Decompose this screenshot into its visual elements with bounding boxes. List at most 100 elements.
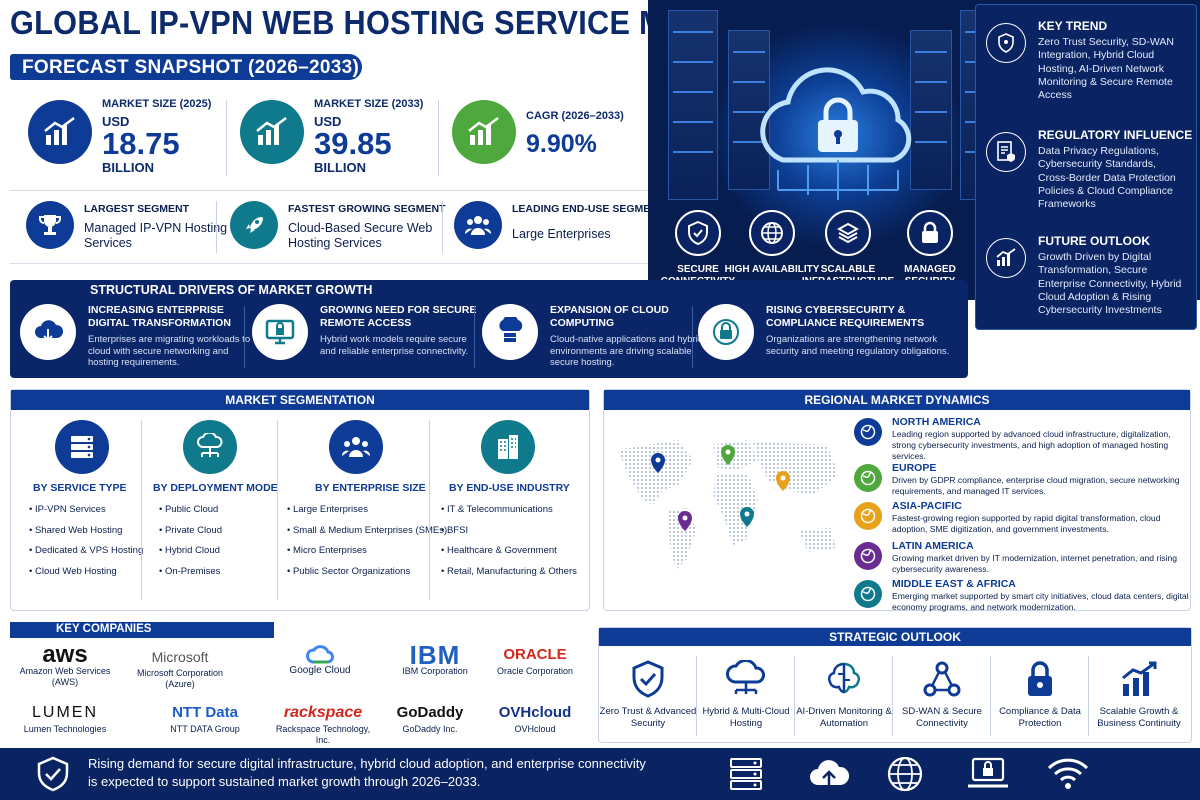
company-logo: GoDaddy — [396, 704, 464, 721]
segmentation-heading: BY SERVICE TYPE — [33, 482, 127, 494]
cloud-server-icon — [482, 304, 538, 360]
ai-brain-icon — [795, 656, 893, 702]
kpi-unit: BILLION — [314, 160, 366, 175]
region-desc: Leading region supported by advanced clo… — [892, 429, 1171, 461]
map-pin-icon — [651, 453, 665, 473]
segmentation-title: MARKET SEGMENTATION — [11, 390, 589, 410]
company-logo: Google Cloud — [289, 665, 351, 676]
hero-feature-high-availability: HIGH AVAILABILITY — [722, 210, 822, 276]
region-name: LATIN AMERICA — [892, 540, 974, 552]
segmentation-item: Healthcare & Government — [441, 545, 577, 566]
structural-drivers-panel: STRUCTURAL DRIVERS OF MARKET GROWTH INCR… — [10, 280, 968, 378]
footer-banner: Rising demand for secure digital infrast… — [0, 748, 1200, 800]
segmentation-item: On-Premises — [159, 566, 222, 587]
kpi-market-size-2025: MARKET SIZE (2025) USD 18.75 BILLION — [28, 96, 228, 186]
kpi-label: MARKET SIZE (2033) — [314, 98, 424, 110]
company-logo: NTT Data — [172, 704, 238, 721]
globe-icon — [854, 418, 882, 446]
side-desc: Zero Trust Security, SD-WAN Integration,… — [1038, 36, 1174, 102]
company-name: Rackspace Technology, Inc. — [275, 724, 371, 745]
page-title: GLOBAL IP-VPN WEB HOSTING SERVICE MARKET — [10, 4, 772, 41]
segment-value: Cloud-Based Secure Web Hosting Services — [288, 221, 433, 250]
segmentation-item: Hybrid Cloud — [159, 545, 222, 566]
strategic-label: SD-WAN & Secure Connectivity — [902, 706, 982, 729]
kpi-market-size-2033: MARKET SIZE (2033) USD 39.85 BILLION — [240, 96, 440, 186]
kpi-value: 9.90% — [526, 130, 597, 158]
strategic-label: Scalable Growth & Business Continuity — [1097, 706, 1181, 729]
segmentation-item: IP-VPN Services — [29, 504, 143, 525]
map-pin-icon — [740, 507, 754, 527]
shield-check-icon — [37, 756, 69, 792]
driver-title: GROWING NEED FOR SECURE REMOTE ACCESS — [320, 304, 477, 329]
segmentation-item: Shared Web Hosting — [29, 525, 143, 546]
segmentation-item: Cloud Web Hosting — [29, 566, 143, 587]
company-logo: ORACLE — [503, 646, 567, 663]
kpi-cagr: CAGR (2026–2033) 9.90% — [452, 96, 642, 186]
segmentation-heading: BY DEPLOYMENT MODE — [153, 482, 278, 494]
segmentation-item: Micro Enterprises — [287, 545, 447, 566]
chart-up-icon — [452, 100, 516, 164]
sdwan-icon — [893, 656, 991, 702]
region-name: NORTH AMERICA — [892, 416, 981, 428]
strategic-item: Compliance & Data Protection — [991, 650, 1089, 740]
driver-desc: Enterprises are migrating workloads to c… — [88, 334, 251, 368]
driver-title: RISING CYBERSECURITY & COMPLIANCE REQUIR… — [766, 304, 925, 329]
company-name: Amazon Web Services (AWS) — [19, 666, 111, 687]
segment-value: Large Enterprises — [512, 227, 611, 241]
strategic-item: SD-WAN & Secure Connectivity — [893, 650, 991, 740]
company-logo: IBM — [409, 640, 461, 670]
region-desc: Emerging market supported by smart city … — [892, 591, 1189, 612]
kpi-unit: BILLION — [102, 160, 154, 175]
growth-chart-icon — [986, 238, 1026, 278]
server-icon — [55, 420, 109, 474]
company-name: Lumen Technologies — [23, 724, 107, 734]
side-desc: Growth Driven by Digital Transformation,… — [1038, 251, 1182, 317]
region-name: EUROPE — [892, 462, 937, 474]
buildings-icon — [481, 420, 535, 474]
company-lumen: LUMEN Lumen Technologies — [10, 702, 120, 735]
driver-title: EXPANSION OF CLOUD COMPUTING — [550, 304, 669, 329]
cloud-lock-icon — [760, 67, 912, 200]
company-name: GoDaddy Inc. — [402, 724, 458, 734]
segmentation-item: Dedicated & VPS Hosting — [29, 545, 143, 566]
world-map — [618, 440, 838, 570]
side-title: REGULATORY INFLUENCE — [1038, 128, 1193, 142]
company-logo: Microsoft — [151, 649, 209, 665]
laptop-lock-icon — [968, 757, 1008, 788]
driver-desc: Hybrid work models require secure and re… — [320, 334, 469, 357]
company-name: IBM Corporation — [402, 666, 468, 676]
forecast-snapshot-banner: FORECAST SNAPSHOT (2026–2033) — [10, 54, 362, 80]
kpi-currency: USD — [102, 114, 130, 129]
regional-market-dynamics-panel: REGIONAL MARKET DYNAMICS NORTH AMERICA L… — [603, 389, 1191, 612]
bar-growth-icon — [1089, 656, 1189, 702]
driver-item: RISING CYBERSECURITY & COMPLIANCE REQUIR… — [698, 302, 958, 372]
segmentation-item: IT & Telecommunications — [441, 504, 577, 525]
chart-up-icon — [28, 100, 92, 164]
strategic-item: Zero Trust & Advanced Security — [599, 650, 697, 740]
driver-desc: Organizations are strengthening network … — [766, 334, 950, 357]
side-title: FUTURE OUTLOOK — [1038, 234, 1150, 248]
kpi-value: 39.85 — [314, 126, 392, 161]
hero-feature-managed-security: MANAGED SECURITY — [880, 210, 980, 288]
group-icon — [329, 420, 383, 474]
segmentation-item: Small & Medium Enterprises (SMEs) — [287, 525, 447, 546]
shield-check-icon — [599, 656, 697, 702]
drivers-title: STRUCTURAL DRIVERS OF MARKET GROWTH — [90, 283, 373, 297]
side-insights-panel: KEY TREND Zero Trust Security, SD-WAN In… — [975, 4, 1197, 330]
segmentation-item: Private Cloud — [159, 525, 222, 546]
shield-icon — [675, 210, 721, 256]
globe-icon — [854, 580, 882, 608]
company-logo: LUMEN — [31, 704, 98, 721]
chart-up-icon — [240, 100, 304, 164]
company-name: OVHcloud — [514, 724, 556, 734]
segmentation-item: Retail, Manufacturing & Others — [441, 566, 577, 587]
segmentation-item: Public Cloud — [159, 504, 222, 525]
segment-value: Managed IP-VPN Hosting Services — [84, 221, 228, 250]
